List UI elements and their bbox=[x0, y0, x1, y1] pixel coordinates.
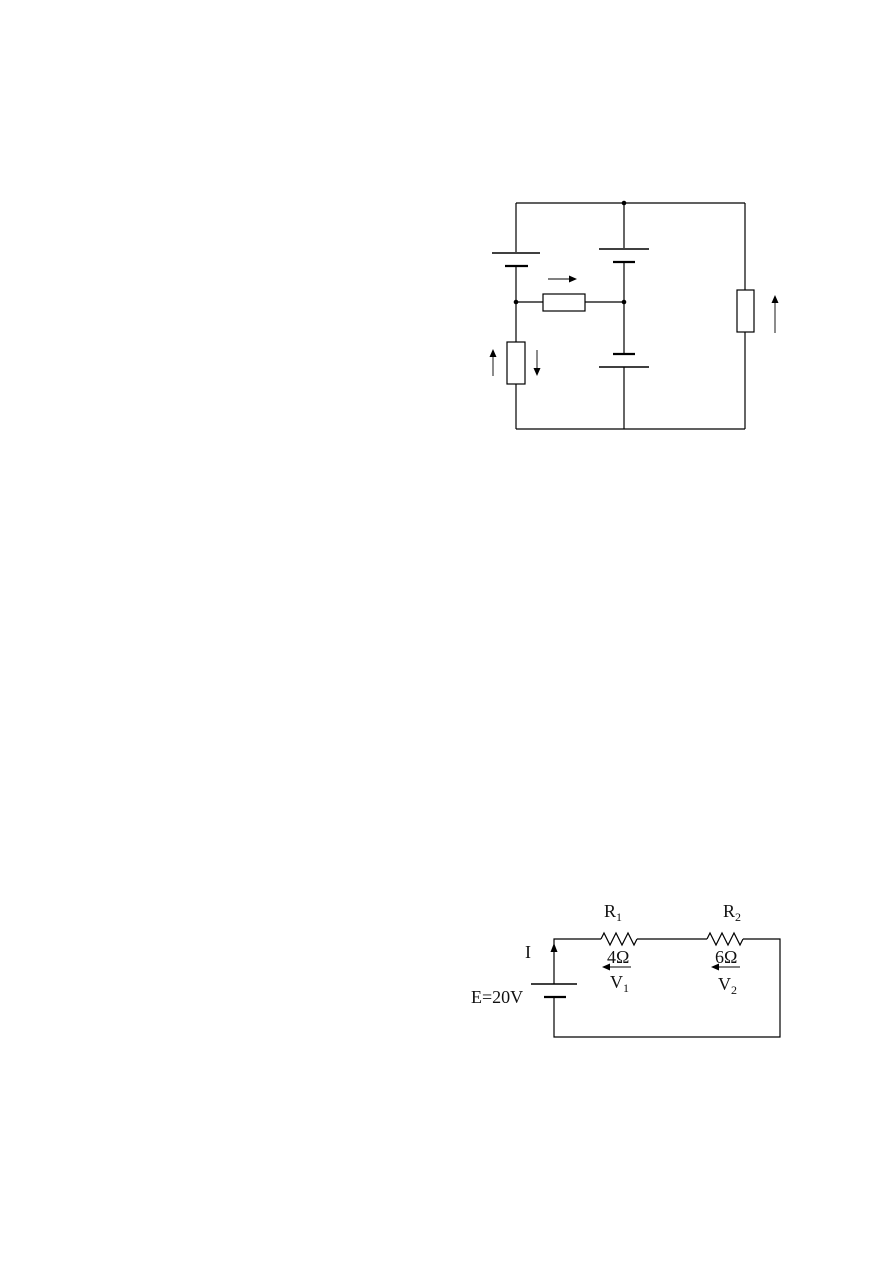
r1-resistor bbox=[600, 931, 638, 947]
junction-top-center bbox=[621, 200, 627, 206]
circuit-2: R1 R2 4Ω 6Ω V1 V2 I E=20V bbox=[471, 901, 781, 1038]
arrow-down-icon bbox=[533, 350, 541, 376]
left-resistor bbox=[506, 341, 526, 385]
junction-center-middle bbox=[621, 299, 627, 305]
arrow-right-icon bbox=[548, 275, 577, 283]
circuit-1 bbox=[489, 200, 779, 430]
right-resistor bbox=[736, 289, 755, 333]
v2-arrow-left-icon bbox=[711, 963, 740, 971]
v2-label: V2 bbox=[718, 974, 737, 997]
r2-value: 6Ω bbox=[715, 947, 737, 967]
right-loop-wire bbox=[553, 938, 781, 1038]
junction-left-middle bbox=[513, 299, 519, 305]
r1-value: 4Ω bbox=[607, 947, 629, 967]
r2-label: R2 bbox=[723, 901, 741, 924]
v1-arrow-left-icon bbox=[602, 963, 631, 971]
arrow-up-icon bbox=[489, 349, 497, 376]
left-wire-upper bbox=[553, 938, 601, 984]
v1-label: V1 bbox=[610, 972, 629, 995]
middle-resistor bbox=[542, 293, 586, 312]
current-arrow-up-icon bbox=[550, 943, 558, 966]
r1-label: R1 bbox=[604, 901, 622, 924]
current-label: I bbox=[525, 942, 531, 962]
source-label: E=20V bbox=[471, 987, 523, 1007]
r2-resistor bbox=[706, 931, 744, 947]
arrow-up-icon bbox=[771, 295, 779, 333]
